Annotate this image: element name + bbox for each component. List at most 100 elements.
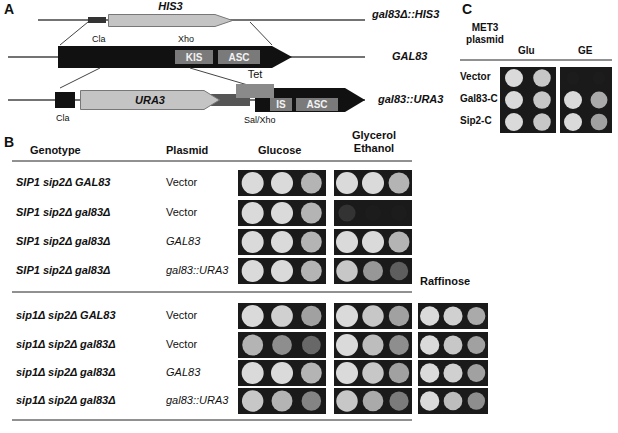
yeast-spot [420,306,439,325]
yeast-spot [389,232,410,253]
marker-gene-arrow: URA3 [80,90,220,110]
panel-letter: C [462,1,472,17]
yeast-spot [591,114,608,131]
box-label: KIS [186,52,203,63]
site-name: Sal/Xho [244,115,276,125]
plate-image [238,303,326,329]
plate-image [334,229,412,255]
yeast-spot [336,172,358,194]
row-header: Gal83-C [460,93,498,105]
gene-arrow [58,46,292,68]
plate-image [334,170,412,196]
plate-image [418,332,488,358]
plasmid-cell: gal83::URA3 [166,394,228,407]
yeast-spot [301,203,322,224]
yeast-spot [533,69,551,87]
plate-background [418,360,488,386]
domain-box: ASC [218,50,260,64]
plate-background [238,258,326,284]
yeast-spot [566,71,580,85]
plate-image [238,360,326,386]
yeast-spot [271,231,293,253]
plate-background [334,332,412,358]
yeast-spot [272,335,292,355]
plate-background [238,360,326,386]
genotype-cell: sip1Δ sip2Δ gal83Δ [16,366,116,379]
arrow-outline [109,15,233,27]
plate-image [500,67,556,89]
plate-image [334,303,412,329]
plate-background [238,170,326,196]
yeast-spot [271,260,293,282]
yeast-spot [362,305,383,326]
yeast-spot [301,363,322,384]
yeast-spot [336,390,357,411]
yeast-spot [564,91,582,109]
yeast-spot [336,362,358,384]
yeast-spot [389,335,409,355]
yeast-spot [336,305,358,327]
yeast-spot [467,336,485,354]
site-name: Cla [92,34,106,44]
yeast-spot [301,261,322,282]
yeast-spot [301,232,322,253]
plate-background [418,332,488,358]
yeast-spot [272,391,293,412]
spot-assays [238,67,612,414]
plate-background [500,67,556,89]
plate-background [238,200,326,226]
yeast-spot [390,262,408,280]
yeast-spot [242,260,264,282]
arrow-outline [81,91,220,110]
yeast-spot [365,205,382,222]
plate-background [334,229,412,255]
box-label: URA3 [135,94,165,106]
yeast-spot [338,204,355,221]
genotype-cell: sip1Δ sip2Δ gal83Δ [16,338,116,351]
plate-image [238,332,326,358]
yeast-spot [271,172,293,194]
yeast-spot [467,307,485,325]
yeast-spot [564,113,582,131]
box-label: ASC [306,99,327,110]
domain-box: IS [270,98,292,111]
yeast-spot [505,113,523,131]
plate-image [418,360,488,386]
column-header: MET3 plasmid [460,22,510,45]
plate-image [238,170,326,196]
yeast-spot [363,391,384,412]
yeast-spot [242,305,264,327]
plate-image [334,360,412,386]
plate-background [560,67,612,89]
plasmid-cell: Vector [166,176,197,189]
yeast-spot [271,305,293,327]
plate-image [500,111,556,133]
table-rule [12,420,412,421]
yeast-spot [336,334,358,356]
yeast-spot [420,335,439,354]
plate-background [334,360,412,386]
yeast-spot [389,391,408,410]
plasmid-cell: GAL83 [166,235,200,248]
table-rule [460,60,612,61]
table-rule [12,161,412,162]
yeast-spot [242,231,264,253]
gene-stub [55,92,75,108]
plate-background [238,332,326,358]
plate-image [560,111,612,133]
yeast-spot [592,71,606,85]
plasmid-cell: gal83::URA3 [166,264,228,277]
plate-image [334,332,412,358]
plate-image [500,89,556,111]
tag-box: Tet [236,68,274,98]
plate-background [334,258,412,284]
genotype-cell: SIP1 sip2Δ GAL83 [16,176,110,189]
column-header: GE [578,45,592,57]
plate-background [560,111,612,133]
domain-box: KIS [175,50,213,64]
plate-background [238,303,326,329]
panel-letter: B [4,134,14,150]
site-name: Cla [56,113,70,123]
yeast-spot [271,362,293,384]
